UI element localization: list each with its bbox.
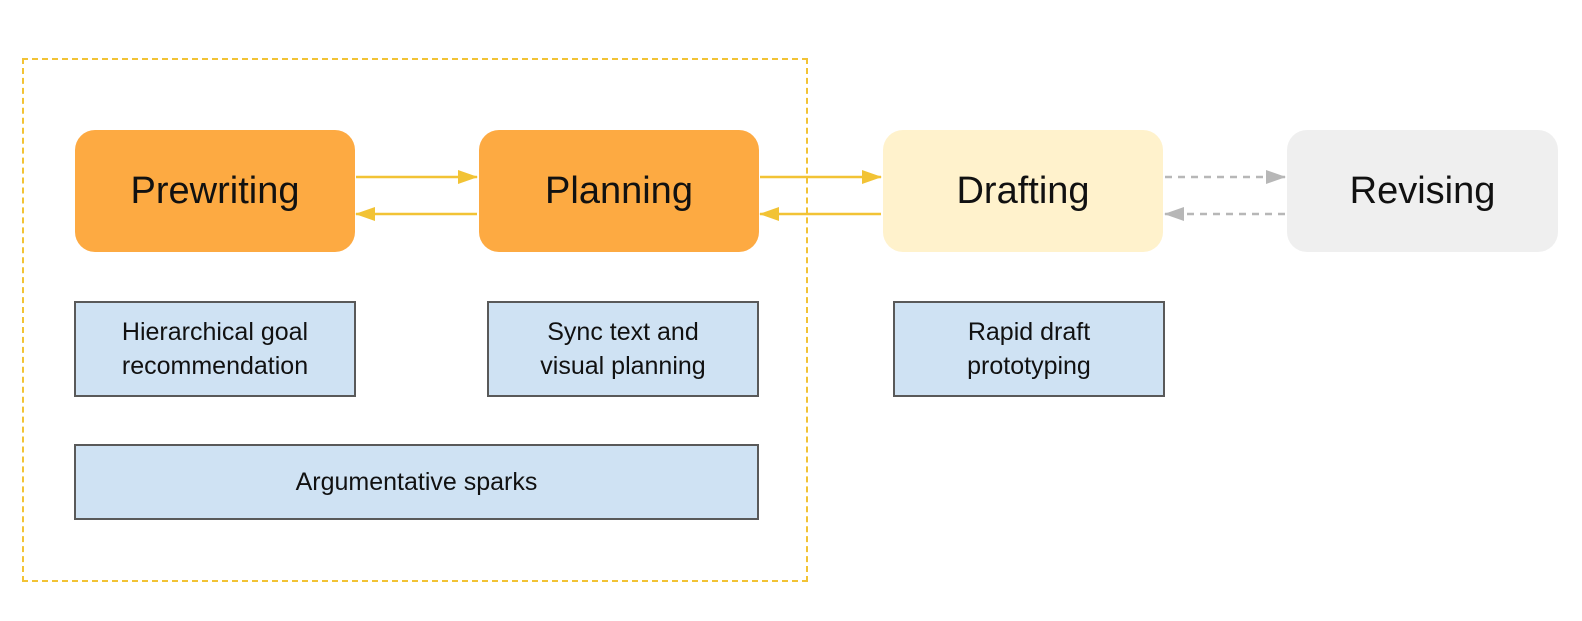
stage-revising-label: Revising [1349, 169, 1496, 212]
stage-drafting: Drafting [883, 130, 1163, 252]
stage-prewriting: Prewriting [75, 130, 355, 252]
feature-draft-prototyping: Rapid draft prototyping [893, 301, 1165, 397]
feature-argumentative-sparks-label: Argumentative sparks [295, 468, 538, 496]
feature-sync-planning-line1: Sync text and [547, 318, 699, 346]
supported-stages-region [22, 58, 808, 582]
feature-argumentative-sparks: Argumentative sparks [74, 444, 759, 520]
stage-drafting-label: Drafting [956, 169, 1090, 212]
feature-goal-recommendation: Hierarchical goal recommendation [74, 301, 356, 397]
feature-goal-recommendation-line1: Hierarchical goal [121, 318, 309, 346]
feature-sync-planning: Sync text and visual planning [487, 301, 759, 397]
stage-prewriting-label: Prewriting [130, 169, 300, 212]
stage-revising: Revising [1287, 130, 1558, 252]
feature-draft-prototyping-line1: Rapid draft [967, 318, 1091, 346]
feature-draft-prototyping-line2: prototyping [967, 352, 1091, 380]
feature-goal-recommendation-line2: recommendation [121, 352, 309, 380]
feature-sync-planning-line2: visual planning [540, 352, 706, 380]
stage-planning-label: Planning [545, 169, 693, 212]
stage-planning: Planning [479, 130, 759, 252]
